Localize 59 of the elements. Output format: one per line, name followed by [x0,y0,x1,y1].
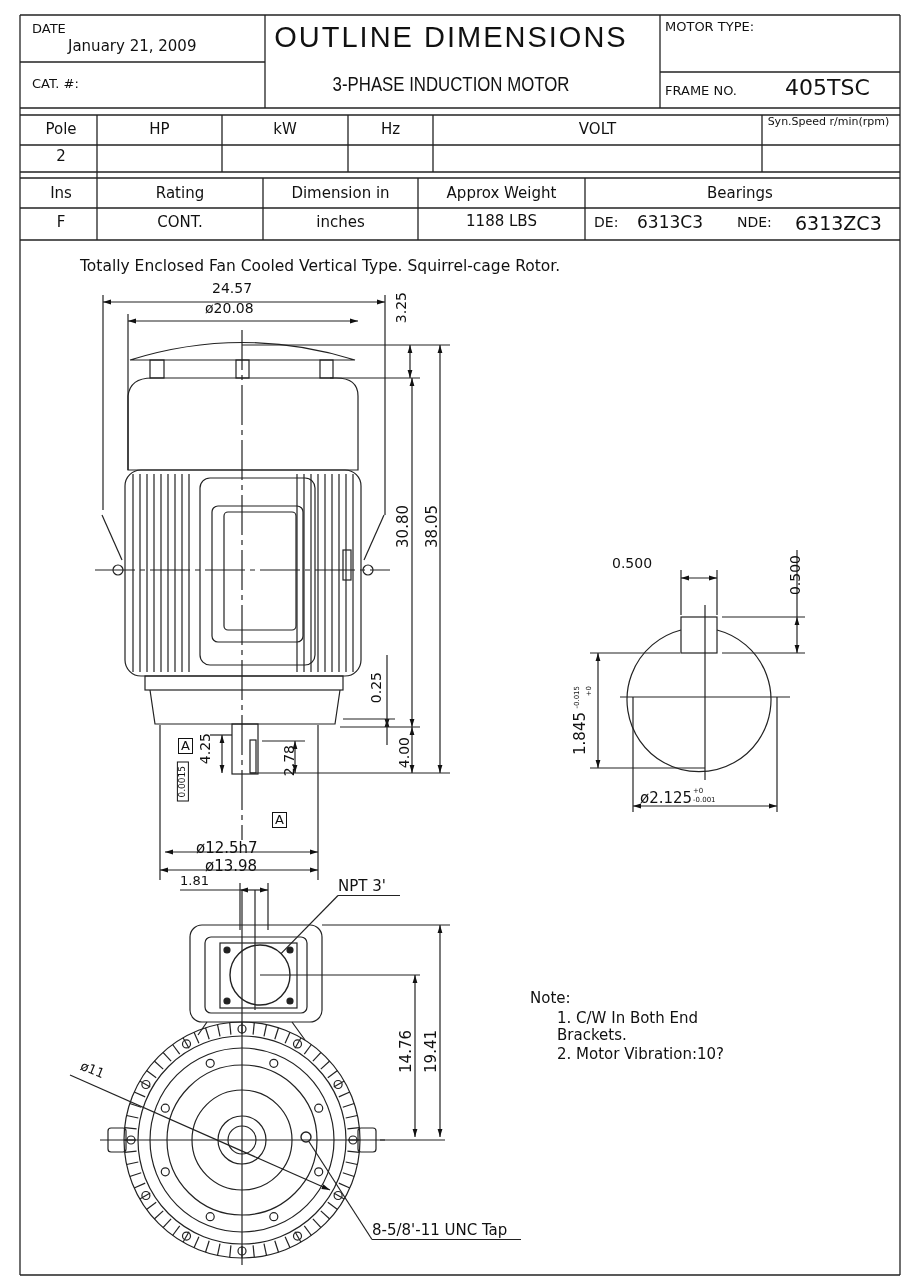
table-header: HP [148,121,171,138]
table-header: Dimension in [290,185,391,202]
table-value: CONT. [156,214,204,231]
table-header: Ins [49,185,73,202]
note-text: Note: [530,990,571,1007]
dimension-value: ø20.08 [205,301,254,317]
dimension-value: ø11 [78,1058,107,1082]
table-value: inches [315,214,366,231]
note-text: 2. Motor Vibration:10? [557,1046,724,1063]
table-header: kW [272,121,298,138]
datum-label: A [272,812,287,829]
table-header: Pole [44,121,78,138]
dimension-value: 14.76 [398,1030,415,1073]
dimension-value: 19.41 [423,1030,440,1073]
field-label: DATE [32,22,66,37]
dimension-value: 0.500 [788,555,804,596]
note-text: 1. C/W In Both End Brackets. [557,1010,700,1043]
table-header: Hz [379,121,402,138]
field-label: MOTOR TYPE: [665,20,755,35]
dimension-value: 0.25 [369,672,385,704]
leader-line [280,894,339,955]
dimension-value: ø12.5h7 [196,840,258,857]
drawing-subtitle: 3-PHASE INDUCTION MOTOR [331,72,571,96]
table-header: Syn.Speed r/min(rpm) [766,117,891,127]
table-header: Approx Weight [445,185,558,202]
description-text: Totally Enclosed Fan Cooled Vertical Type. Squirrel-cage Rotor. [80,258,561,276]
dimension-value: 30.80 [395,505,412,548]
field-label: CAT. #: [32,77,79,92]
date-value: January 21, 2009 [68,38,197,55]
field-label: FRAME NO. [665,84,737,99]
dimension-value: 0.500 [612,556,653,572]
table-value: F [55,214,67,231]
dimension-value: ø13.98 [205,858,258,875]
drawing-title: OUTLINE DIMENSIONS [273,22,629,54]
dimension-value: 3.25 [394,292,410,324]
table-value: DE: [594,215,619,231]
conduit-opening [229,944,291,1006]
dimension-value: 1.845 [572,712,589,755]
dimension-value: 2.78 [282,745,298,777]
dimension-value: 4.25 [198,733,214,765]
callout-text: NPT 3' [338,878,400,896]
field-value: 405TSC [785,76,870,101]
tap-hole [300,1131,312,1143]
table-value: 6313C3 [637,213,703,232]
table-header: Bearings [706,185,774,202]
dimension-value: 1.81 [180,874,209,889]
table-value: NDE: [737,215,772,231]
table-value: 2 [55,148,67,165]
dimension-value: 38.05 [424,505,441,548]
dimension-value: 24.57 [212,281,253,297]
table-header: Rating [154,185,206,202]
dimension-value: 4.00 [397,737,413,769]
callout-text: 8-5/8'-11 UNC Tap [372,1222,522,1240]
leader-line [308,1140,373,1241]
table-value: 6313ZC3 [795,213,882,234]
dimension-value: ø2.125 [640,790,693,807]
table-value: 1188 LBS [465,213,538,230]
table-header: VOLT [577,121,618,138]
datum-label: A [178,738,193,755]
